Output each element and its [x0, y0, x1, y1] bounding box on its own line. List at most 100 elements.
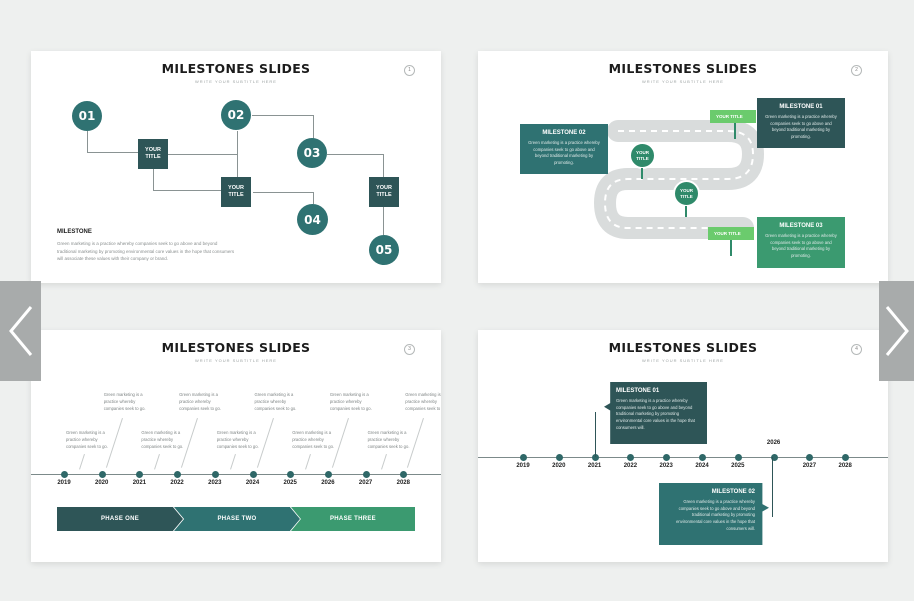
title-square: YOUR TITLE: [138, 139, 168, 169]
timeline-note: Green marketing is a practice whereby co…: [292, 430, 335, 449]
title-square: YOUR TITLE: [369, 177, 399, 207]
timeline-note: Green marketing is a practice whereby co…: [329, 392, 372, 411]
timeline-note: Green marketing is a practice whereby co…: [367, 430, 410, 449]
slide-title: MILESTONES SLIDES: [161, 340, 311, 355]
timeline-note: Green marketing is a practice whereby co…: [141, 430, 184, 449]
connector-line: [87, 131, 88, 152]
phase-three: PHASE THREE: [291, 507, 415, 531]
leader-line: [229, 454, 236, 470]
connector-line: [252, 115, 313, 116]
connector-line: [383, 154, 384, 177]
timeline-dot: [98, 471, 106, 478]
milestone-02-title: MILESTONE 02: [542, 130, 586, 136]
page-number: 3: [404, 344, 415, 355]
timeline-dot: [400, 471, 408, 478]
flag-title: YOUR TITLE: [708, 227, 754, 240]
slide-title: MILESTONES SLIDES: [161, 61, 311, 76]
title-square: YOUR TITLE: [221, 177, 251, 207]
timeline-year: 2019: [57, 480, 71, 486]
milestone-circle-01: 01: [72, 101, 102, 131]
slide-subtitle: WRITE YOUR SUBTITLE HERE: [195, 79, 277, 84]
milestone-02-title: MILESTONE 02: [711, 489, 755, 495]
page-number: 4: [851, 344, 862, 355]
leader-line: [380, 454, 387, 470]
timeline-dot: [806, 454, 814, 461]
flag-pole: [730, 240, 732, 256]
timeline-year: 2024: [695, 463, 709, 469]
milestone-heading: MILESTONE: [57, 229, 92, 235]
timeline-year: 2021: [587, 463, 602, 469]
connector-line: [595, 412, 596, 457]
timeline-year: 2021: [132, 480, 147, 486]
timeline-dot: [287, 471, 295, 478]
timeline-note: Green marketing is a practice whereby co…: [179, 392, 221, 411]
timeline-dot: [555, 454, 563, 461]
timeline-year: 2026: [321, 480, 335, 486]
timeline-year: 2020: [95, 480, 109, 486]
chevron-right-icon: [885, 306, 909, 356]
slide-2-thumbnail[interactable]: MILESTONES SLIDES WRITE YOUR SUBTITLE HE…: [478, 51, 888, 283]
timeline-year: 2028: [838, 463, 852, 469]
timeline-dot: [663, 454, 671, 461]
winding-road: [593, 120, 765, 239]
milestone-02-box: MILESTONE 02 Green marketing is a practi…: [520, 124, 608, 174]
timeline-year: 2026: [766, 440, 781, 446]
timeline-axis: [31, 474, 441, 475]
timeline-year: 2023: [208, 480, 222, 486]
slide-title: MILESTONES SLIDES: [608, 340, 758, 355]
milestone-01-title: MILESTONE 01: [616, 388, 660, 394]
timeline-dot: [734, 454, 742, 461]
timeline-note: Green marketing is a practice whereby co…: [66, 430, 108, 449]
milestone-02-body: Green marketing is a practice whereby co…: [676, 499, 755, 531]
milestone-circle-04: 04: [297, 204, 328, 235]
connector-line: [772, 457, 773, 517]
flag-pole: [734, 123, 736, 139]
milestone-circle-05: 05: [369, 235, 399, 265]
slide-subtitle: WRITE YOUR SUBTITLE HERE: [195, 358, 277, 363]
pin-stem: [685, 206, 687, 217]
leader-line: [305, 454, 312, 470]
slide-3-thumbnail[interactable]: MILESTONES SLIDES WRITE YOUR SUBTITLE HE…: [31, 330, 441, 562]
map-pin-title: YOUR TITLE: [673, 180, 700, 207]
page-number: 1: [404, 65, 415, 76]
timeline-year: 2020: [552, 463, 566, 469]
timeline-dot: [520, 454, 527, 461]
timeline-year: 2025: [731, 463, 745, 469]
milestone-01-body: Green marketing is a practice whereby co…: [616, 398, 695, 430]
timeline-dot: [699, 454, 706, 461]
connector-line: [87, 152, 138, 153]
connector-line: [153, 167, 154, 190]
timeline-dot: [174, 471, 182, 478]
timeline-note: Green marketing is a practice whereby co…: [405, 392, 441, 411]
timeline-dot: [770, 454, 778, 461]
timeline-year: 2028: [396, 480, 410, 486]
slide-subtitle: WRITE YOUR SUBTITLE HERE: [642, 79, 724, 84]
timeline-dot: [136, 471, 144, 478]
milestone-circle-02: 02: [221, 100, 251, 130]
timeline-dot: [61, 471, 68, 478]
milestone-03-title: MILESTONE 03: [779, 223, 823, 229]
phase-two: PHASE TWO: [174, 507, 300, 531]
connector-line: [313, 115, 314, 153]
timeline-dot: [211, 471, 219, 478]
slide-1-thumbnail[interactable]: MILESTONES SLIDES WRITE YOUR SUBTITLE HE…: [31, 51, 441, 283]
connector-line: [383, 207, 384, 235]
slide-title: MILESTONES SLIDES: [608, 61, 758, 76]
next-slide-button[interactable]: [879, 281, 914, 381]
milestone-03-body: Green marketing is a practice whereby co…: [765, 233, 837, 259]
milestone-02-body: Green marketing is a practice whereby co…: [528, 140, 600, 166]
chevron-left-icon: [8, 306, 32, 356]
connector-line: [153, 190, 222, 191]
slide-4-thumbnail[interactable]: MILESTONES SLIDES WRITE YOUR SUBTITLE HE…: [478, 330, 888, 562]
timeline-dot: [249, 471, 257, 478]
map-pin-title: YOUR TITLE: [629, 142, 656, 169]
pin-stem: [641, 168, 643, 179]
phase-one: PHASE ONE: [57, 507, 183, 531]
timeline-year: 2027: [358, 480, 373, 486]
connector-line: [237, 131, 238, 181]
timeline-year: 2027: [802, 463, 817, 469]
slide-subtitle: WRITE YOUR SUBTITLE HERE: [642, 358, 724, 363]
timeline-dot: [362, 471, 370, 478]
previous-slide-button[interactable]: [0, 281, 41, 381]
milestone-circle-03: 03: [297, 138, 327, 168]
